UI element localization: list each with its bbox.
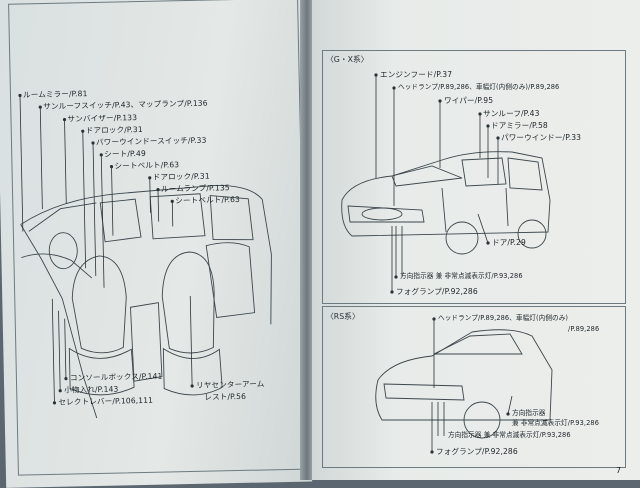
- label-turn-signal-rs-front: 方向指示器 兼 非常点滅表示灯/P.93,286: [448, 431, 571, 439]
- label-headlamp-rs-page: /P.89,286: [568, 325, 600, 333]
- label-power-window: パワーウインドー/P.33: [501, 133, 582, 142]
- label-turn-signal-gx: 方向指示器 兼 非常点滅表示灯/P.93,286: [400, 272, 523, 280]
- label-sunroof: サンルーフ/P.43: [483, 109, 540, 118]
- label-seat-belt-rear: シートベルト/P.63: [175, 194, 241, 206]
- label-seat-belt-front: シートベルト/P.63: [114, 160, 180, 171]
- page-number: 7: [616, 466, 622, 475]
- rs-section-title: 〈RS系〉: [326, 312, 360, 321]
- label-accessory-box: 小物入れ/P.143: [64, 384, 119, 395]
- label-door-lock-rear: ドアロック/P.31: [152, 171, 210, 182]
- label-seat: シート/P.49: [104, 148, 146, 159]
- label-room-mirror: ルームミラー/P.81: [22, 89, 88, 100]
- gx-diagram-frame: [322, 50, 626, 304]
- label-sun-visor: サンバイザー/P.133: [67, 113, 138, 124]
- label-door-mirror: ドアミラー/P.58: [491, 121, 548, 130]
- label-rear-center-armrest-2: レスト/P.56: [204, 391, 247, 402]
- label-door-lock-front: ドアロック/P.31: [85, 124, 143, 136]
- label-fog-lamp-gx: フォグランプ/P.92,286: [396, 287, 478, 296]
- label-door: ドア/P.29: [492, 238, 526, 247]
- label-turn-signal-rs-side-2: 兼 非常点滅表示灯/P.93,286: [512, 419, 599, 427]
- label-headlamp-gx: ヘッドランプ/P.89,286、車幅灯(内側のみ)/P.89,286: [398, 83, 560, 91]
- label-engine-hood: エンジンフード/P.37: [380, 70, 453, 79]
- label-room-lamp: ルームランプ/P.135: [160, 183, 230, 194]
- label-rear-center-armrest-1: リヤセンターアーム: [196, 379, 265, 390]
- label-wiper: ワイパー/P.95: [444, 96, 494, 105]
- gx-section-title: 〈G・X系〉: [326, 55, 369, 64]
- label-headlamp-rs: ヘッドランプ/P.89,286、車幅灯(内側のみ): [438, 314, 569, 322]
- label-turn-signal-rs-side-1: 方向指示器: [512, 409, 546, 417]
- right-page: 〈G・X系〉 〈RS系〉: [312, 0, 640, 480]
- interior-illustration: [18, 93, 272, 419]
- label-fog-lamp-rs: フォグランプ/P.92,286: [436, 447, 518, 456]
- rs-diagram-frame: [322, 306, 626, 468]
- left-page: ルームミラー/P.81 サンルーフスイッチ/P.43、マップランプ/P.136 …: [0, 0, 313, 488]
- book-spine: [300, 0, 314, 480]
- exterior-illustrations: [341, 73, 553, 454]
